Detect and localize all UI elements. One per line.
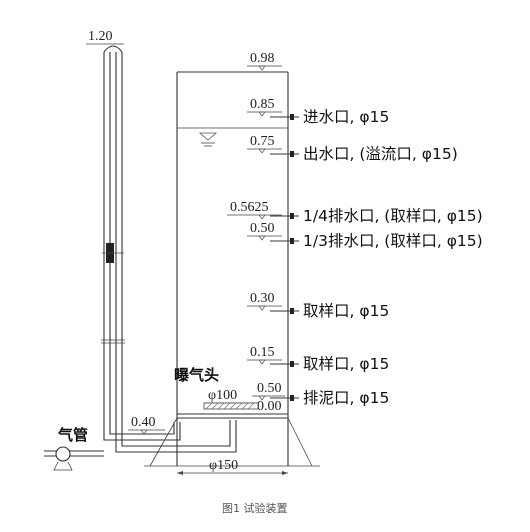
svg-text:0.50: 0.50 [250,221,275,236]
aerator-hatch-icon [205,402,255,410]
port-drain-quarter-label: 1/4排水口, (取样口, φ15) [303,207,483,225]
aerator: 曝气头 φ100 [174,366,288,453]
svg-text:0.5625: 0.5625 [230,200,269,215]
aerator-dia: φ100 [208,388,237,403]
port-outlet: 0.75 出水口, (溢流口, φ15) [247,134,458,163]
svg-text:0.85: 0.85 [250,97,275,112]
port-sample-030: 0.30 取样口, φ15 [247,291,389,320]
column-diameter-dim: φ150 [177,458,288,475]
svg-text:0.00: 0.00 [257,399,282,414]
aerator-label: 曝气头 [174,366,219,384]
air-pipe [44,45,190,471]
air-pipe-label: 气管 [57,426,88,444]
svg-text:0.50: 0.50 [257,381,282,396]
level-040-tag: 0.40 [128,415,165,435]
level-120-tag: 1.20 [86,29,124,45]
port-inlet: 0.85 进水口, φ15 [247,97,389,126]
svg-text:0.30: 0.30 [250,291,275,306]
port-sample-015: 0.15 取样口, φ15 [247,345,389,373]
air-pump-icon [55,446,71,462]
level-040-text: 0.40 [131,415,156,430]
level-120-text: 1.20 [88,29,113,44]
port-drain-third: 0.50 1/3排水口, (取样口, φ15) [247,221,483,250]
port-sample-015-label: 取样口, φ15 [303,355,389,373]
figure-caption: 图1 试验装置 [222,501,288,515]
level-098-text: 0.98 [250,51,275,66]
reactor-column [176,71,289,466]
port-sludge-label: 排泥口, φ15 [303,389,389,407]
port-sludge: 0.50 0.00 排泥口, φ15 [252,381,389,414]
level-098: 0.98 [247,51,282,71]
column-dia-text: φ150 [209,458,238,473]
port-sample-030-label: 取样口, φ15 [303,302,389,320]
svg-text:0.75: 0.75 [250,134,275,149]
port-outlet-label: 出水口, (溢流口, φ15) [303,145,458,163]
port-inlet-label: 进水口, φ15 [303,108,389,126]
water-surface-icon [198,132,218,147]
port-drain-quarter: 0.5625 1/4排水口, (取样口, φ15) [227,200,483,225]
svg-text:0.15: 0.15 [250,345,275,360]
port-drain-third-label: 1/3排水口, (取样口, φ15) [303,232,483,250]
stand [144,417,320,467]
